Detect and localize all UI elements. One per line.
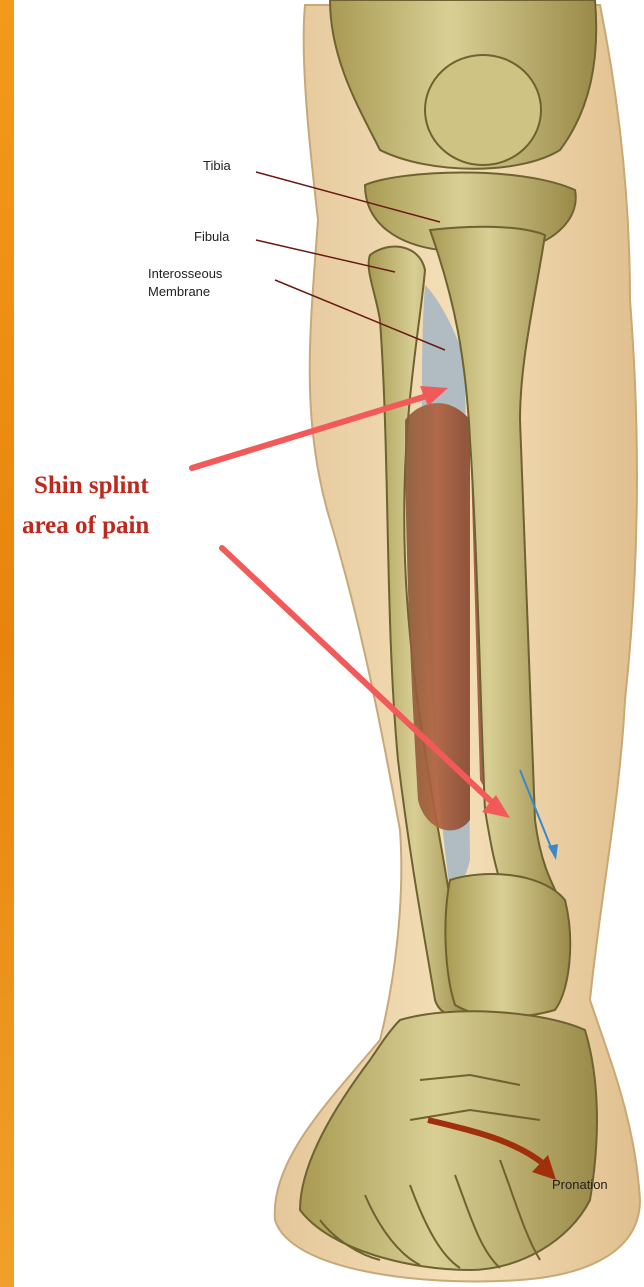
pronation-label: Pronation — [552, 1177, 608, 1193]
patella — [425, 55, 541, 165]
tibia-label: Tibia — [203, 158, 231, 174]
shin-splint-callout-line1: Shin splint — [34, 470, 149, 502]
ankle-bones — [445, 874, 570, 1017]
interosseous-label-line2: Membrane — [148, 284, 210, 300]
foot-bones — [300, 1011, 597, 1270]
fibula-label: Fibula — [194, 229, 229, 245]
interosseous-label-line1: Interosseous — [148, 266, 222, 282]
shin-splint-callout-line2: area of pain — [22, 510, 149, 542]
